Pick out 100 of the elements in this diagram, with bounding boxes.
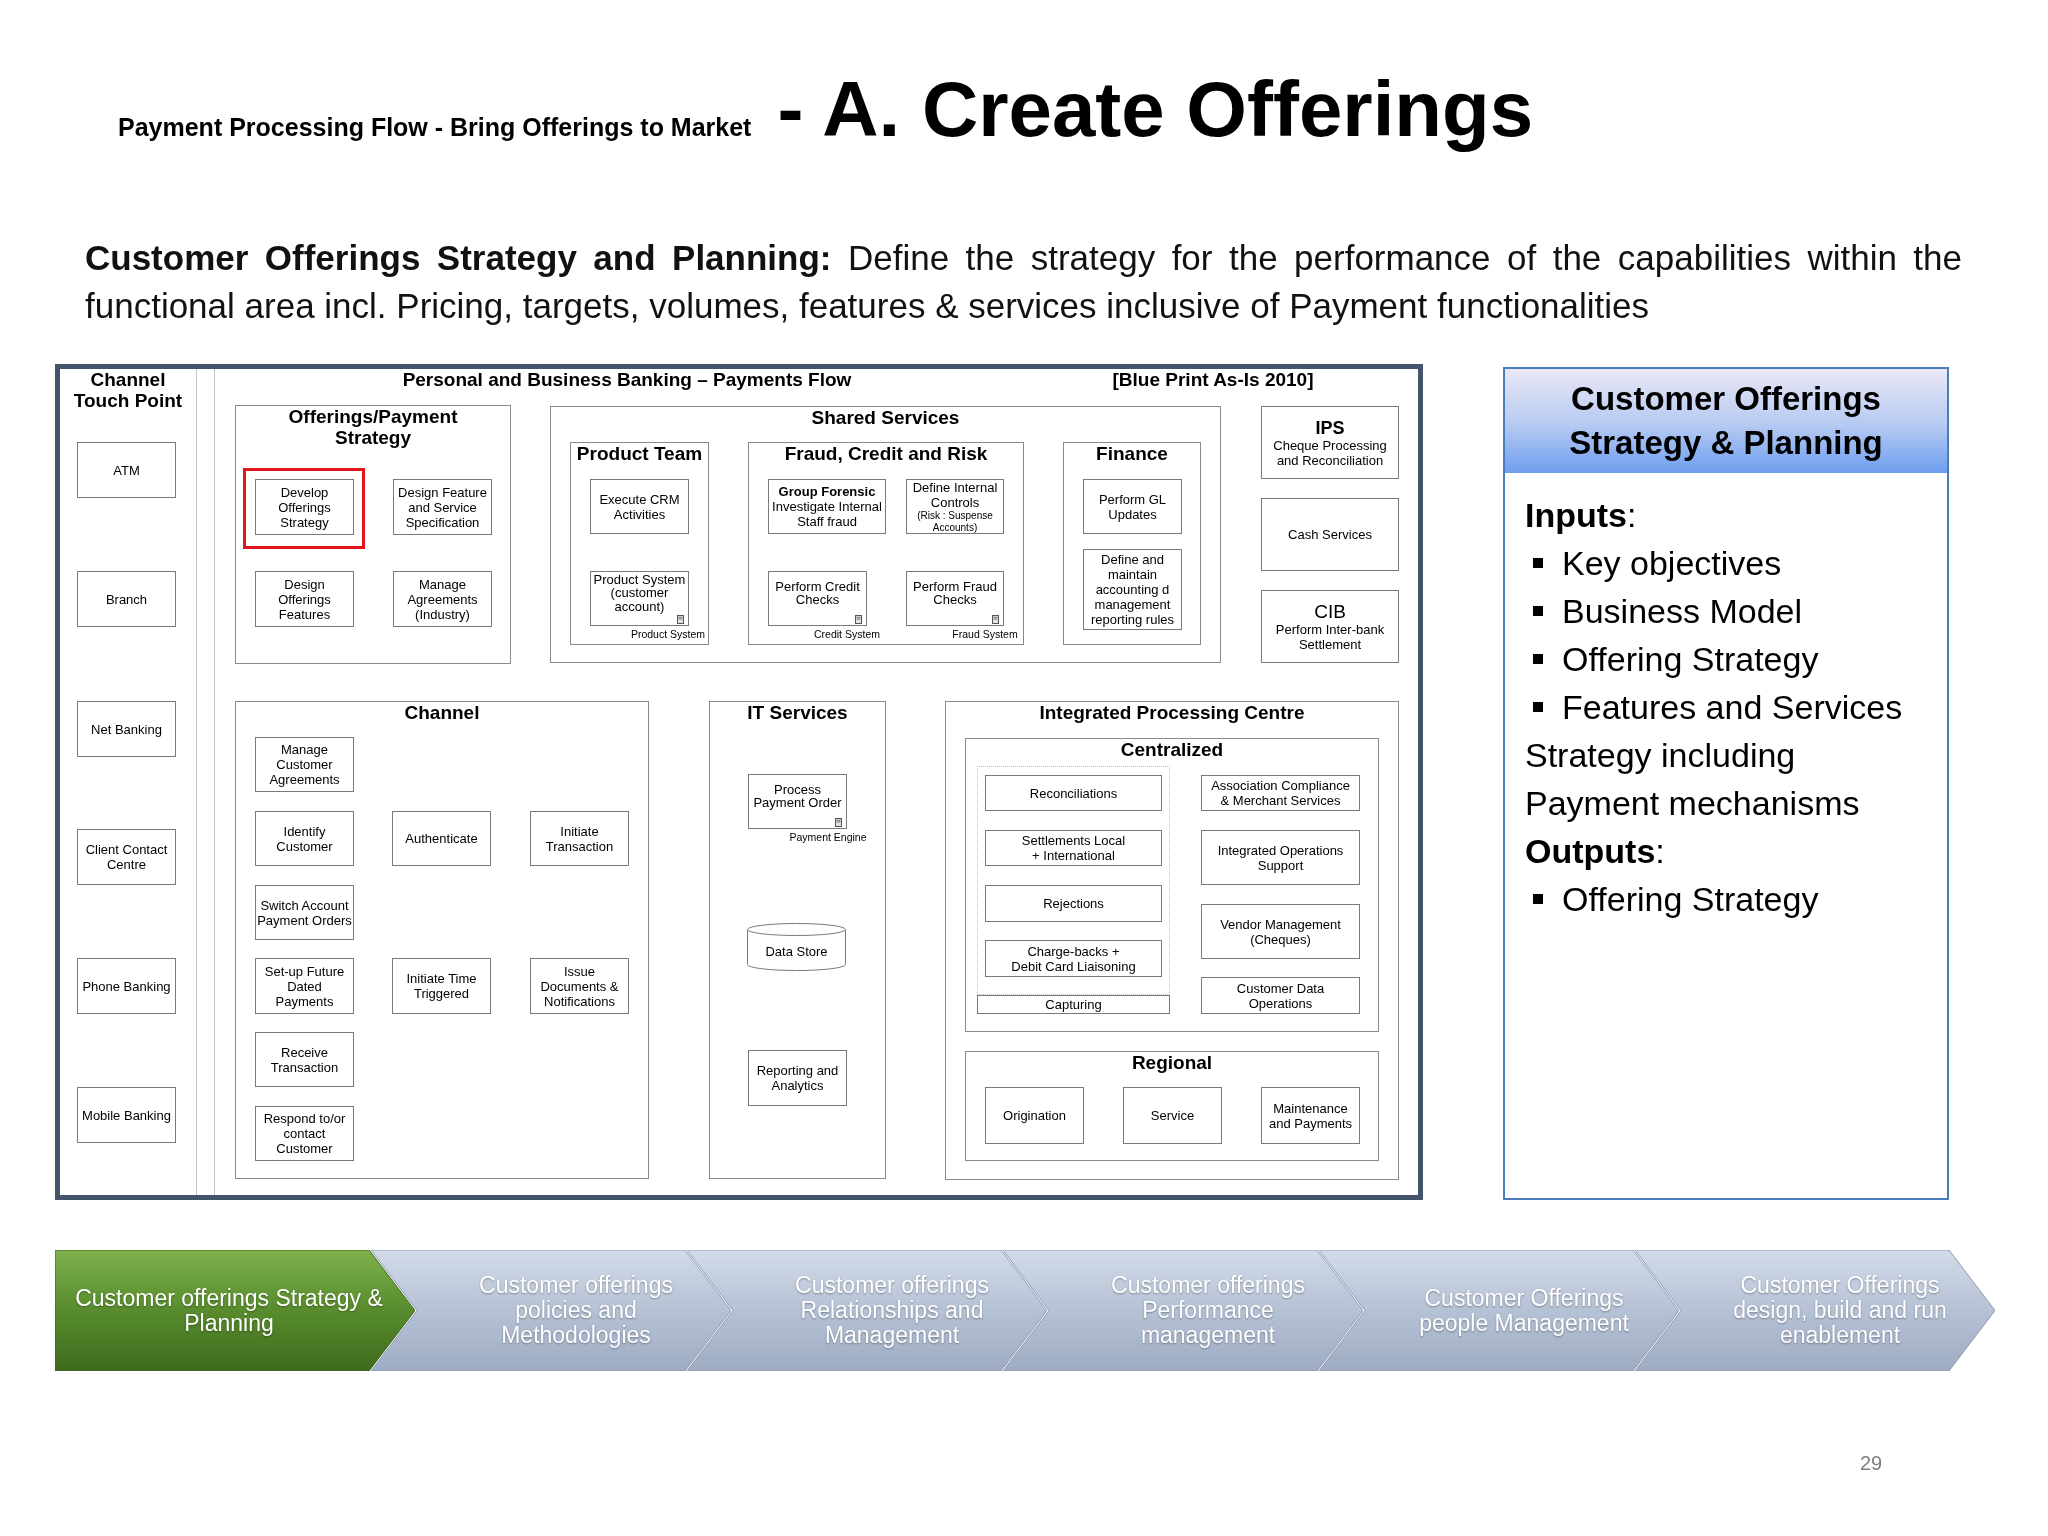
group-title: Centralized (1120, 739, 1224, 760)
process-label: Authenticate (405, 831, 478, 846)
process-label: Data Store (765, 944, 828, 959)
group-title: Product Team (576, 443, 703, 464)
panel-text: Outputs: (1525, 831, 1665, 872)
process-box (590, 479, 689, 534)
process-label: CIB (1314, 601, 1346, 622)
process-label: Association Compliance & Merchant Services (1210, 778, 1351, 808)
process-label: Phone Banking (82, 978, 171, 994)
group-box (235, 701, 649, 1179)
step-label: Customer Offerings design, build and run enablement (1732, 1273, 1948, 1348)
group-title: Shared Services (811, 407, 960, 428)
step-label: Customer offerings Strategy & Planning (74, 1285, 384, 1336)
process-label: Define Internal Controls (911, 480, 999, 510)
process-label: Reporting and Analytics (755, 1063, 840, 1093)
panel-text: Offering Strategy (1562, 639, 1819, 680)
process-box (255, 811, 354, 866)
chevron-step (687, 1250, 1047, 1371)
group-box (709, 701, 886, 1179)
process-label: Switch Account Payment Orders (257, 897, 352, 928)
process-box (748, 1050, 847, 1106)
group-title: Regional (1131, 1052, 1213, 1073)
process-box (1083, 549, 1182, 630)
process-box (985, 1087, 1084, 1144)
process-label: Mobile Banking (82, 1107, 171, 1123)
process-label: Product System (customer account) (592, 572, 687, 614)
process-label: Service (1150, 1108, 1195, 1123)
panel-text: Features and Services (1562, 687, 1903, 728)
step-label: Customer Offerings people Management (1418, 1285, 1630, 1336)
dotted-group-frame (977, 766, 1170, 995)
group-box (945, 701, 1399, 1180)
process-label: IPS (1315, 417, 1345, 438)
version-label: [Blue Print As-Is 2010] (1112, 369, 1314, 390)
system-label: Payment Engine (789, 831, 867, 843)
process-box (255, 737, 354, 792)
process-label: Perform GL Updates (1097, 491, 1168, 522)
process-box (1261, 498, 1399, 571)
group-box (965, 738, 1379, 1032)
process-label: Develop Offerings Strategy (277, 484, 332, 530)
process-label: Define and maintain accounting d management reporting rules (1089, 552, 1176, 627)
page-number: 29 (1860, 1452, 1883, 1475)
group-box (235, 405, 511, 664)
process-box (255, 958, 354, 1014)
panel-text: Strategy including Payment mechanisms (1525, 735, 1861, 824)
process-box (906, 479, 1004, 534)
highlight-frame (243, 468, 365, 549)
system-label: Product System (630, 628, 706, 640)
process-label: Net Banking (91, 721, 162, 737)
process-label: Investigate Internal Staff fraud (771, 499, 883, 529)
process-label: Settlements Local + International (1020, 833, 1127, 863)
process-label: Maintenance and Payments (1267, 1100, 1354, 1131)
description-text: Customer Offerings Strategy and Planning: Define the strategy for the performance of the capabilities within the functional area incl. Pricing, targets, volumes, features & services inclusive of Payment functionalities (85, 237, 1962, 327)
process-box (255, 479, 354, 535)
panel-text: Offering Strategy (1562, 879, 1819, 920)
process-box (255, 1032, 354, 1087)
process-label: Charge-backs + Debit Card Liaisoning (1010, 943, 1137, 974)
band-heading: Personal and Business Banking – Payments Flow (402, 369, 852, 390)
chevron-step (1319, 1250, 1679, 1371)
process-label: Origination (1003, 1108, 1066, 1123)
system-label: Fraud System (952, 628, 1018, 640)
panel-text: Inputs: (1525, 495, 1637, 536)
process-box (1201, 977, 1360, 1014)
group-title: IT Services (747, 702, 848, 723)
panel-text: Key objectives (1562, 543, 1782, 584)
process-box (392, 958, 491, 1014)
process-label: Rejections (1043, 896, 1104, 911)
process-box (985, 775, 1162, 811)
chevron-step (55, 1250, 415, 1371)
process-label: Design Feature and Service Specification (397, 484, 488, 530)
process-box (1261, 590, 1399, 663)
process-box (1123, 1087, 1222, 1144)
panel-heading: Customer Offerings Strategy & Planning (1505, 369, 1947, 473)
process-box (985, 885, 1162, 922)
group-title: Finance (1096, 443, 1168, 464)
step-label: Customer offerings Relationships and Management (794, 1273, 990, 1348)
process-box (768, 571, 867, 626)
process-label: Cheque Processing and Reconciliation (1272, 437, 1388, 468)
group-box (1063, 442, 1201, 645)
process-box (77, 571, 176, 627)
process-label: Receive Transaction (269, 1044, 340, 1075)
process-label: ATM (113, 462, 140, 478)
process-label: Initiate Transaction (544, 823, 615, 854)
process-label: Reconciliations (1029, 785, 1118, 801)
chevron-step (1635, 1250, 1995, 1371)
process-box (255, 571, 354, 627)
step-label: Customer offerings Performance management (1110, 1273, 1306, 1348)
process-box (985, 830, 1162, 866)
process-label: Cash Services (1288, 527, 1372, 542)
process-label: Customer Data Operations (1235, 980, 1326, 1011)
group-title: Offerings/Payment Strategy (287, 406, 459, 448)
process-label: Set-up Future Dated Payments (263, 963, 346, 1009)
process-box (393, 571, 492, 627)
system-label: Credit System (814, 628, 880, 640)
process-label: Capturing (1045, 997, 1102, 1012)
process-box (977, 995, 1170, 1014)
process-box (530, 958, 629, 1014)
process-box (985, 940, 1162, 977)
process-box (906, 571, 1004, 626)
group-box (748, 442, 1024, 645)
group-title: Fraud, Credit and Risk (784, 443, 988, 464)
